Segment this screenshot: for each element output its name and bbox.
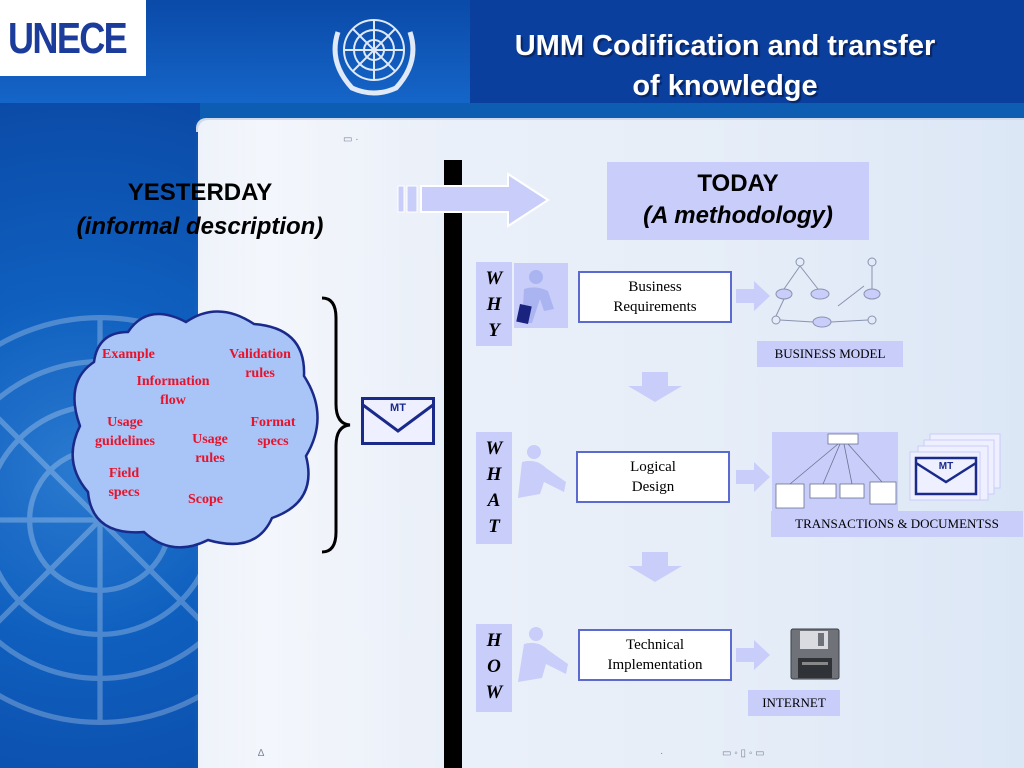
- label-business-model: BUSINESS MODEL: [757, 341, 903, 367]
- un-emblem-icon: [332, 19, 416, 96]
- transition-arrow-icon: [397, 172, 550, 228]
- down-arrow-icon: [628, 552, 682, 582]
- today-subtitle: (A methodology): [643, 202, 833, 229]
- page-title: UMM Codification and transfer of knowled…: [470, 26, 980, 106]
- panel-decor-mark: ▭ ◦ ▯ ◦ ▭: [722, 748, 765, 759]
- step-arrow-icon: [736, 640, 770, 670]
- page-title-line1: UMM Codification and transfer: [514, 30, 936, 62]
- cloud-item-scope: Scope: [188, 492, 223, 507]
- center-divider: [444, 160, 462, 768]
- panel-decor-mark: ·: [660, 748, 664, 759]
- step-arrow-icon: [736, 462, 770, 492]
- person-working-icon: [518, 445, 566, 498]
- unece-logo-text: UNECE: [8, 14, 128, 63]
- header-title-area: [470, 0, 1024, 103]
- mt-doc-label: MT: [939, 461, 953, 472]
- document-stack-icon: MT: [909, 433, 1001, 501]
- yesterday-subtitle: (informal description): [76, 213, 324, 240]
- right-brace-icon: [321, 296, 351, 554]
- class-diagram-icon: [772, 432, 898, 512]
- today-title: TODAY: [697, 170, 779, 197]
- panel-decor-mark: ▭ ·: [343, 134, 359, 145]
- label-transactions-documents: TRANSACTIONS & DOCUMENTSS: [771, 511, 1023, 537]
- step-arrow-icon: [736, 281, 770, 311]
- person-thinking-icon: [514, 263, 568, 328]
- down-arrow-icon: [628, 372, 682, 402]
- floppy-disk-icon: [790, 628, 840, 680]
- label-internet: INTERNET: [748, 690, 840, 716]
- person-implementing-icon: [518, 627, 568, 682]
- page-title-line2: of knowledge: [632, 70, 818, 102]
- mt-envelope-label: MT: [390, 402, 406, 414]
- mt-envelope-icon: MT: [361, 397, 435, 445]
- panel-decor-mark: ∆: [258, 748, 265, 759]
- yesterday-heading: YESTERDAY (informal description): [40, 176, 360, 244]
- today-heading: TODAY (A methodology): [607, 162, 869, 240]
- cloud-item-example: Example: [102, 347, 155, 362]
- use-case-diagram-icon: [771, 257, 881, 328]
- yesterday-title: YESTERDAY: [127, 179, 273, 206]
- unece-logo: UNECE: [0, 0, 146, 76]
